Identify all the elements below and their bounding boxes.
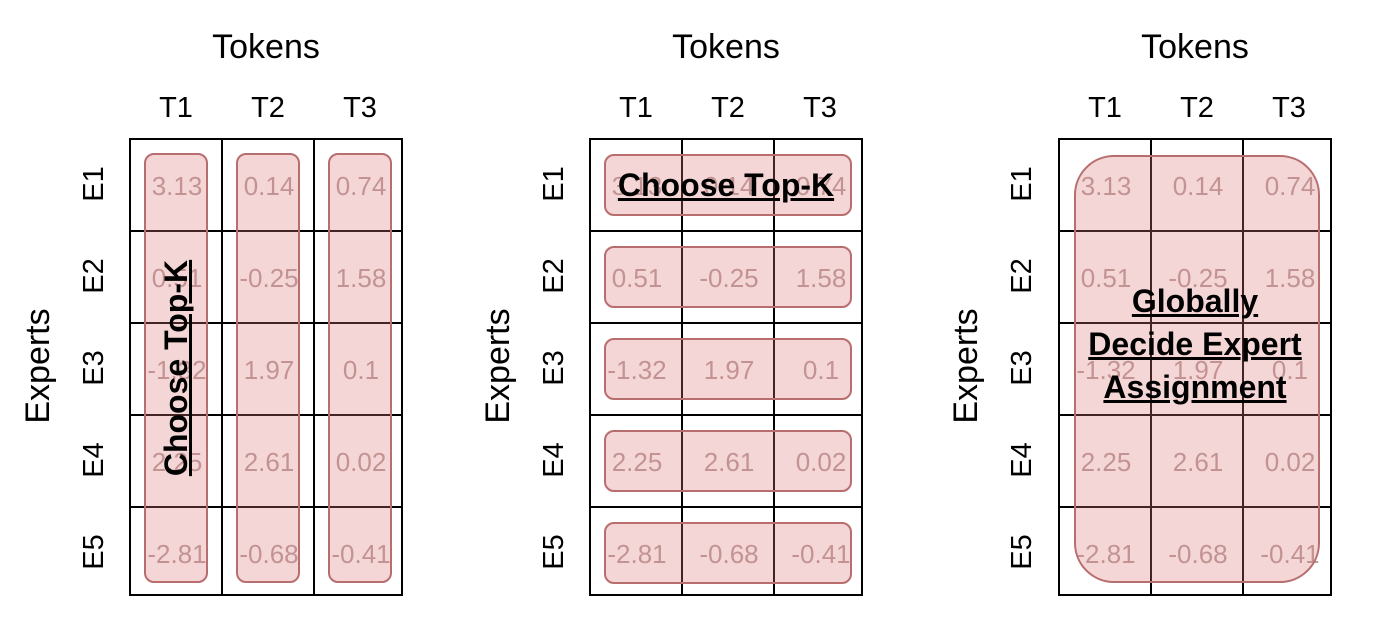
score-cell: -0.41: [331, 539, 391, 569]
tokens-title: Tokens: [1141, 28, 1249, 66]
global-label-line-1: Globally: [1131, 283, 1259, 319]
column-label-t2: T2: [711, 92, 745, 124]
score-cell: 2.61: [243, 447, 295, 477]
row-label-e4: E4: [538, 442, 570, 478]
score-cell: 0.74: [795, 171, 847, 201]
row-label-e5: E5: [1006, 534, 1038, 570]
score-cell: -0.25: [1168, 263, 1228, 293]
score-cell: 3.13: [611, 171, 663, 201]
column-label-t1: T1: [619, 92, 653, 124]
column-highlight: [236, 153, 300, 583]
row-highlight: [604, 338, 852, 400]
score-cell: 3.13: [151, 171, 203, 201]
score-cell: -1.32: [1076, 355, 1136, 385]
score-cell: -1.32: [607, 355, 667, 385]
row-label-e3: E3: [78, 350, 110, 386]
column-label-t2: T2: [251, 92, 285, 124]
score-cell: -0.68: [699, 539, 759, 569]
score-cell: 0.51: [151, 263, 203, 293]
global-label-line-3: Assignment: [1103, 369, 1287, 405]
score-cell: 2.61: [1172, 447, 1224, 477]
row-highlight: [604, 154, 852, 216]
score-cell: -0.68: [239, 539, 299, 569]
column-highlight: [144, 153, 208, 583]
row-label-e2: E2: [538, 258, 570, 294]
score-cell: 2.25: [611, 447, 663, 477]
score-cell: 2.25: [1080, 447, 1132, 477]
row-label-e5: E5: [78, 534, 110, 570]
score-grid: 3.13 0.14 0.74 0.51 -0.25 1.58 -1.32 1.9…: [589, 138, 863, 596]
column-highlight: [328, 153, 392, 583]
score-cell: 0.51: [611, 263, 663, 293]
score-cell: 0.14: [1172, 171, 1224, 201]
score-cell: -0.25: [239, 263, 299, 293]
row-highlight: [604, 430, 852, 492]
row-label-e4: E4: [78, 442, 110, 478]
score-cell: -1.32: [147, 355, 207, 385]
score-cell: 1.58: [1264, 263, 1316, 293]
row-label-e3: E3: [1006, 350, 1038, 386]
score-grid: 3.13 0.14 0.74 0.51 -0.25 1.58 -1.32 1.9…: [129, 138, 403, 596]
row-label-e4: E4: [1006, 442, 1038, 478]
score-grid: 3.13 0.14 0.74 0.51 -0.25 1.58 -1.32 1.9…: [1058, 138, 1332, 596]
score-cell: 0.1: [1271, 355, 1309, 385]
score-cell: 0.14: [243, 171, 295, 201]
score-cell: 2.61: [703, 447, 755, 477]
score-cell: 0.51: [1080, 263, 1132, 293]
experts-label: Experts: [19, 308, 57, 424]
score-cell: -2.81: [607, 539, 667, 569]
score-cell: 1.97: [243, 355, 295, 385]
row-highlight: [604, 522, 852, 584]
global-highlight: [1074, 155, 1320, 583]
score-cell: 2.25: [151, 447, 203, 477]
experts-label: Experts: [947, 308, 985, 424]
column-label-t3: T3: [1272, 92, 1306, 124]
panel-token-choice: Tokens T1 T2 T3 Experts E1 E2 E3 E4 E5 3…: [0, 0, 440, 640]
row-highlight: [604, 246, 852, 308]
column-label-t3: T3: [343, 92, 377, 124]
score-cell: -2.81: [147, 539, 207, 569]
choose-top-k-label: Choose Top-K: [617, 167, 835, 203]
panel-expert-choice: Tokens T1 T2 T3 Experts E1 E2 E3 E4 E5 3…: [460, 0, 900, 640]
score-cell: 0.1: [342, 355, 380, 385]
global-assignment-label: Globally Decide Expert Assignment: [1060, 280, 1330, 409]
global-label-line-2: Decide Expert: [1088, 326, 1302, 362]
row-label-e1: E1: [538, 166, 570, 202]
tokens-title: Tokens: [672, 28, 780, 66]
column-label-t1: T1: [1088, 92, 1122, 124]
score-cell: 0.02: [335, 447, 387, 477]
row-label-e1: E1: [78, 166, 110, 202]
score-cell: 0.02: [795, 447, 847, 477]
score-cell: -0.25: [699, 263, 759, 293]
choose-top-k-label: Choose Top-K: [158, 259, 194, 477]
score-cell: 0.1: [802, 355, 840, 385]
column-label-t2: T2: [1180, 92, 1214, 124]
panel-global-assignment: Tokens T1 T2 T3 Experts E1 E2 E3 E4 E5 3…: [930, 0, 1370, 640]
score-cell: 0.74: [335, 171, 387, 201]
score-cell: 0.14: [703, 171, 755, 201]
tokens-title: Tokens: [212, 28, 320, 66]
score-cell: 1.97: [1172, 355, 1224, 385]
row-label-e5: E5: [538, 534, 570, 570]
score-cell: 1.97: [703, 355, 755, 385]
score-cell: -0.41: [791, 539, 851, 569]
row-label-e1: E1: [1006, 166, 1038, 202]
score-cell: 1.58: [335, 263, 387, 293]
row-label-e2: E2: [78, 258, 110, 294]
column-label-t3: T3: [803, 92, 837, 124]
column-label-t1: T1: [159, 92, 193, 124]
row-label-e3: E3: [538, 350, 570, 386]
score-cell: 1.58: [795, 263, 847, 293]
row-label-e2: E2: [1006, 258, 1038, 294]
score-cell: -0.68: [1168, 539, 1228, 569]
experts-label: Experts: [479, 308, 517, 424]
score-cell: 0.02: [1264, 447, 1316, 477]
